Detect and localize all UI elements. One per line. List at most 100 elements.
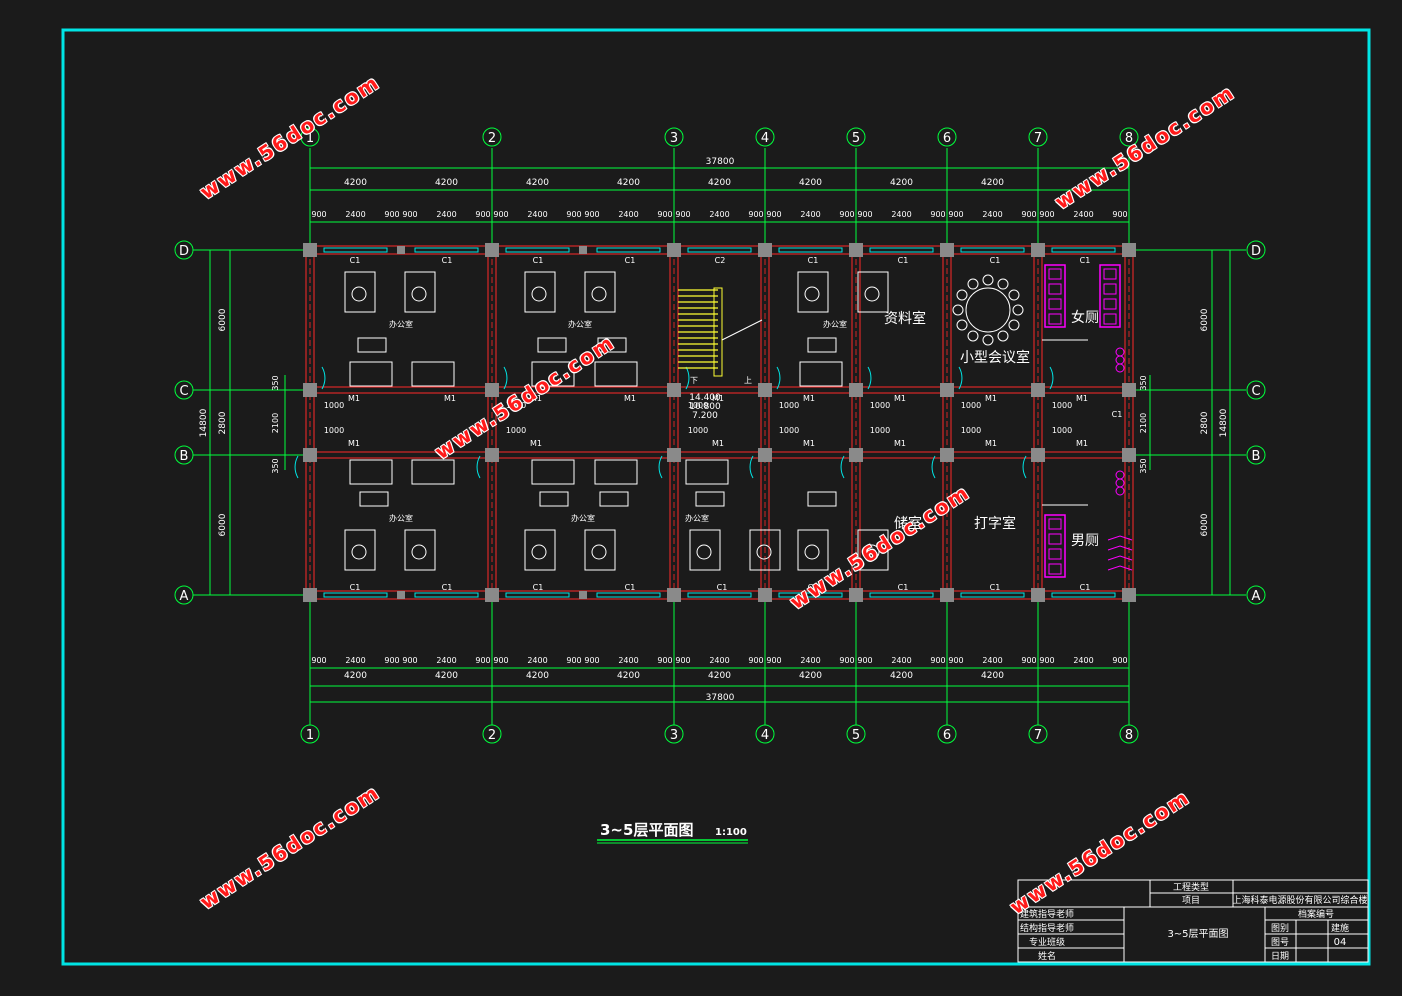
- door-width-bottom: 1000: [688, 426, 708, 435]
- chair: [591, 544, 607, 560]
- window-top: [323, 247, 388, 253]
- meeting-chair: [982, 334, 994, 346]
- dim-detail-top: 900: [1039, 210, 1054, 219]
- axis-bubble-bottom: [482, 724, 502, 744]
- urinal: [1115, 363, 1125, 373]
- chair: [696, 544, 712, 560]
- dim-detail-top: 2400: [436, 210, 456, 219]
- door-width-bottom: 1000: [961, 426, 981, 435]
- urinal-row: [1107, 565, 1133, 571]
- urinal-row: [1107, 545, 1133, 551]
- column: [667, 448, 681, 462]
- dim-right-2800: 2800: [1200, 411, 1210, 434]
- dim-c-350br: 350: [1139, 458, 1148, 473]
- column: [303, 243, 317, 257]
- window-top: [960, 247, 1025, 253]
- window-top: [687, 247, 752, 253]
- meeting-chair: [982, 274, 994, 286]
- axis-bubble-right: [1246, 380, 1266, 400]
- meeting-chair: [967, 278, 979, 290]
- window-tag-c2: C2: [715, 256, 726, 265]
- window-bottom: [1051, 592, 1116, 598]
- wc-fixture: [1103, 268, 1117, 280]
- door-tag-bottom: M1: [894, 439, 906, 448]
- chair: [804, 286, 820, 302]
- wc-fixture: [1048, 298, 1062, 310]
- dim-detail-bottom: 900: [766, 656, 781, 665]
- column: [758, 243, 772, 257]
- axis-label-bottom: 8: [1125, 728, 1133, 743]
- dim-right-6000b: 6000: [1200, 513, 1210, 536]
- coffee-table: [807, 337, 837, 353]
- column: [758, 448, 772, 462]
- axis-bubble-bottom: [1028, 724, 1048, 744]
- door-tag-top: M1: [985, 394, 997, 403]
- dim-detail-bottom: 900: [384, 656, 399, 665]
- column: [667, 243, 681, 257]
- wc-fixture: [1103, 313, 1117, 325]
- room-office: 办公室: [389, 513, 413, 523]
- meeting-chair: [1012, 304, 1024, 316]
- dim-detail-bottom: 2400: [982, 656, 1002, 665]
- tb-cat-value: 建施: [1331, 922, 1349, 934]
- axis-bubble-top: [937, 127, 957, 147]
- urinal: [1115, 470, 1125, 480]
- coffee-table: [359, 491, 389, 507]
- dim-detail-top: 900: [766, 210, 781, 219]
- wc-fixture: [1048, 533, 1062, 545]
- door-width-top: 1000: [779, 401, 799, 410]
- door-swing-bottom: [658, 455, 663, 479]
- wc-stall-group: [1044, 514, 1066, 578]
- column: [940, 243, 954, 257]
- window-top: [778, 247, 843, 253]
- axis-bubble-bottom: [1119, 724, 1139, 744]
- dim-bay-bottom: 4200: [344, 671, 367, 681]
- axis-label-bottom: 2: [488, 728, 496, 743]
- column: [1122, 448, 1136, 462]
- dim-detail-bottom: 900: [1112, 656, 1127, 665]
- wc-fixture: [1048, 283, 1062, 295]
- axis-label-right: A: [1252, 589, 1261, 604]
- room-office: 办公室: [389, 319, 413, 329]
- dim-detail-top: 2400: [345, 210, 365, 219]
- dim-detail-bottom: 2400: [800, 656, 820, 665]
- stair-up: 上: [744, 376, 752, 385]
- coffee-table: [695, 491, 725, 507]
- axis-label-left: C: [179, 384, 188, 399]
- window-tag-top: C1: [898, 256, 909, 265]
- coffee-table: [537, 337, 567, 353]
- room-archive: 资料室: [884, 310, 926, 327]
- dim-detail-bottom: 900: [475, 656, 490, 665]
- window-tag-bottom: C1: [1080, 583, 1091, 592]
- sofa: [531, 361, 575, 387]
- column: [758, 588, 772, 602]
- door-width-top: 1000: [961, 401, 981, 410]
- dim-detail-top: 900: [384, 210, 399, 219]
- dim-detail-top: 900: [311, 210, 326, 219]
- column: [849, 448, 863, 462]
- workstation: [749, 529, 781, 571]
- chair: [591, 286, 607, 302]
- wc-stall-group: [1044, 264, 1066, 328]
- stair-arrow: [721, 319, 763, 341]
- door-tag-bottom: M1: [530, 439, 542, 448]
- wc-fixture: [1048, 518, 1062, 530]
- door-tag-bottom: M1: [1076, 439, 1088, 448]
- drawing-title: 3~5层平面图: [600, 821, 693, 839]
- door-width-top: 1000: [1052, 401, 1072, 410]
- axis-bubble-bottom: [846, 724, 866, 744]
- coffee-table: [357, 337, 387, 353]
- door-swing-top: [776, 366, 781, 390]
- elevation: 10.800: [689, 402, 721, 412]
- dim-detail-bottom: 2400: [1073, 656, 1093, 665]
- column: [849, 588, 863, 602]
- axis-bubble-bottom: [664, 724, 684, 744]
- room-office: 办公室: [571, 513, 595, 523]
- axis-bubble-bottom: [937, 724, 957, 744]
- tb-cat-label: 图别: [1271, 923, 1289, 934]
- sofa: [349, 361, 393, 387]
- dim-bay-top: 4200: [526, 178, 549, 188]
- column: [758, 383, 772, 397]
- wc-fixture: [1048, 313, 1062, 325]
- dim-detail-top: 2400: [891, 210, 911, 219]
